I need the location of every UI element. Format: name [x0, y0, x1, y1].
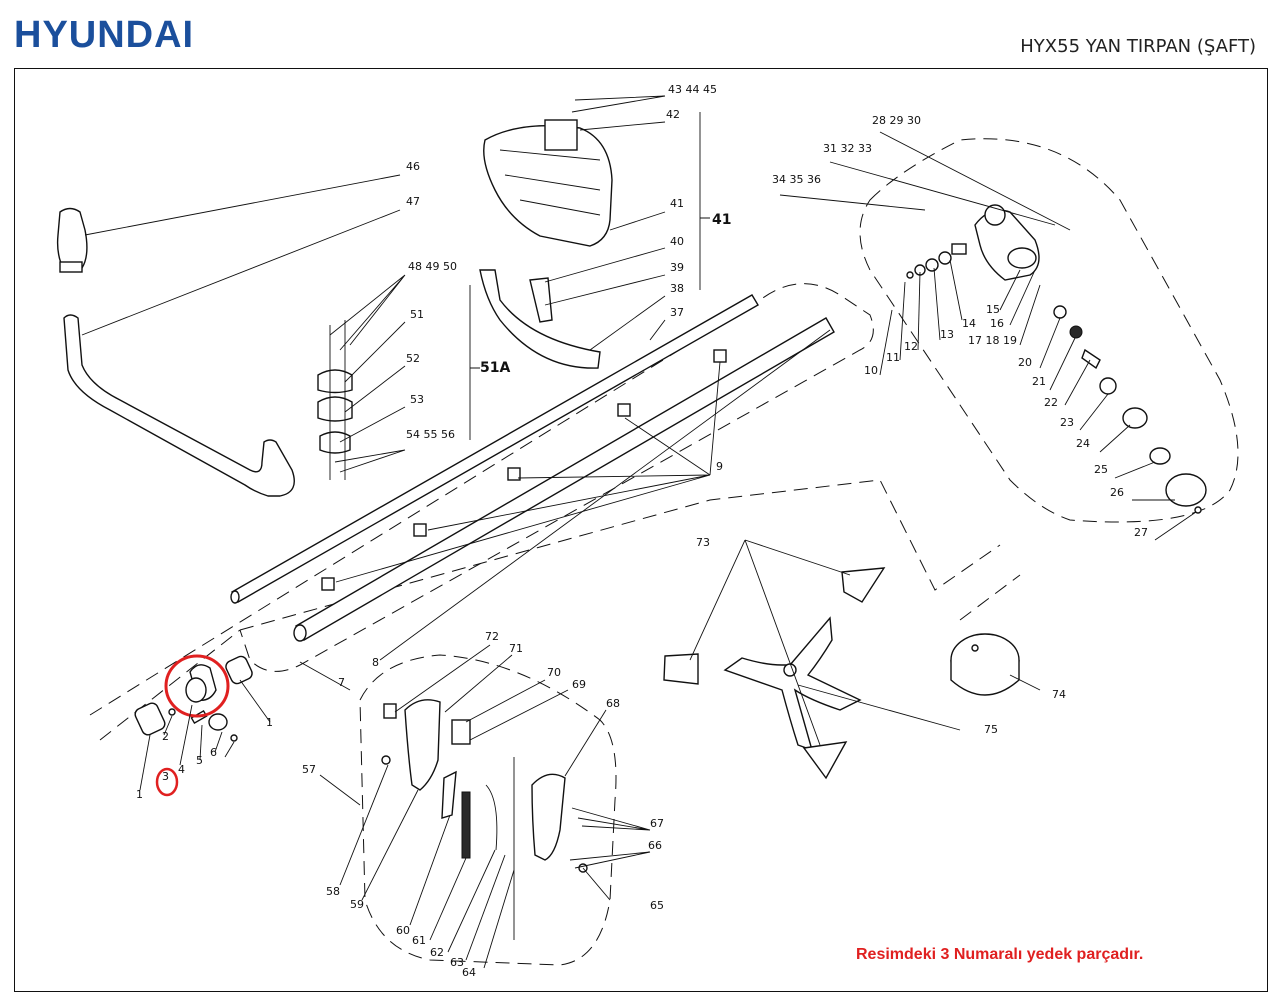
label-13: 13: [940, 328, 954, 341]
bracket-39-40: [529, 277, 553, 323]
part-labels: 43 44 45 42 41 41 40 39 38 37 46 47 48 4…: [136, 83, 1148, 979]
label-6: 6: [210, 746, 217, 759]
label-8: 8: [372, 656, 379, 669]
label-1-right: 1: [266, 716, 273, 729]
label-65: 65: [650, 899, 664, 912]
label-22: 22: [1044, 396, 1058, 409]
label-40: 40: [670, 235, 684, 248]
diagram-frame: [14, 68, 1268, 992]
label-37: 37: [670, 306, 684, 319]
label-71: 71: [509, 642, 523, 655]
group-outlines: [89, 138, 1239, 966]
label-31-33: 31 32 33: [823, 142, 872, 155]
label-21: 21: [1032, 375, 1046, 388]
label-2: 2: [162, 730, 169, 743]
label-48-50: 48 49 50: [408, 260, 457, 273]
gearbox-assembly: [906, 204, 1207, 514]
label-64: 64: [462, 966, 476, 979]
tube-shaft-8: [293, 317, 835, 642]
drive-shaft-37: [230, 294, 759, 604]
label-11: 11: [886, 351, 900, 364]
label-68: 68: [606, 697, 620, 710]
handle-grip-46: [56, 207, 88, 273]
label-51: 51: [410, 308, 424, 321]
label-20: 20: [1018, 356, 1032, 369]
label-12: 12: [904, 340, 918, 353]
label-66: 66: [648, 839, 662, 852]
label-26: 26: [1110, 486, 1124, 499]
label-67: 67: [650, 817, 664, 830]
label-74: 74: [1052, 688, 1066, 701]
loop-handle-47: [63, 314, 295, 497]
label-73: 73: [696, 536, 710, 549]
label-16: 16: [990, 317, 1004, 330]
label-38: 38: [670, 282, 684, 295]
label-58: 58: [326, 885, 340, 898]
blade-guard-41: [483, 119, 613, 247]
label-23: 23: [1060, 416, 1074, 429]
throttle-handle: [381, 699, 588, 940]
label-39: 39: [670, 261, 684, 274]
label-3: 3: [162, 770, 169, 783]
document-title: HYX55 YAN TIRPAN (ŞAFT): [1020, 36, 1256, 57]
label-72: 72: [485, 630, 499, 643]
leader-lines: [81, 95, 1197, 969]
label-7: 7: [338, 676, 345, 689]
label-61: 61: [412, 934, 426, 947]
label-34-36: 34 35 36: [772, 173, 821, 186]
label-60: 60: [396, 924, 410, 937]
label-62: 62: [430, 946, 444, 959]
label-69: 69: [572, 678, 586, 691]
label-24: 24: [1076, 437, 1090, 450]
label-46: 46: [406, 160, 420, 173]
label-5: 5: [196, 754, 203, 767]
label-57: 57: [302, 763, 316, 776]
label-41: 41: [670, 197, 684, 210]
label-63: 63: [450, 956, 464, 969]
label-54-56: 54 55 56: [406, 428, 455, 441]
spare-part-note: Resimdeki 3 Numaralı yedek parçadır.: [856, 946, 1144, 963]
three-tooth-blade-75: [663, 567, 886, 780]
label-75: 75: [984, 723, 998, 736]
brand-logo: HYUNDAI: [14, 14, 195, 56]
label-14: 14: [962, 317, 976, 330]
coupling-parts: [134, 655, 253, 742]
clamp-assembly-51A: [317, 320, 353, 480]
label-42: 42: [666, 108, 680, 121]
label-43-45: 43 44 45: [668, 83, 717, 96]
trimmer-head-74: [950, 633, 1020, 696]
label-17-19: 17 18 19: [968, 334, 1017, 347]
label-28-30: 28 29 30: [872, 114, 921, 127]
label-47: 47: [406, 195, 420, 208]
part-3-highlight: [155, 654, 230, 797]
label-51A: 51A: [480, 360, 510, 376]
label-70: 70: [547, 666, 561, 679]
label-25: 25: [1094, 463, 1108, 476]
label-27: 27: [1134, 526, 1148, 539]
label-1-left: 1: [136, 788, 143, 801]
label-41-group: 41: [712, 212, 731, 228]
label-10: 10: [864, 364, 878, 377]
label-52: 52: [406, 352, 420, 365]
label-53: 53: [410, 393, 424, 406]
label-4: 4: [178, 763, 185, 776]
label-15: 15: [986, 303, 1000, 316]
label-9: 9: [716, 460, 723, 473]
label-59: 59: [350, 898, 364, 911]
guard-extension-38: [479, 269, 601, 369]
